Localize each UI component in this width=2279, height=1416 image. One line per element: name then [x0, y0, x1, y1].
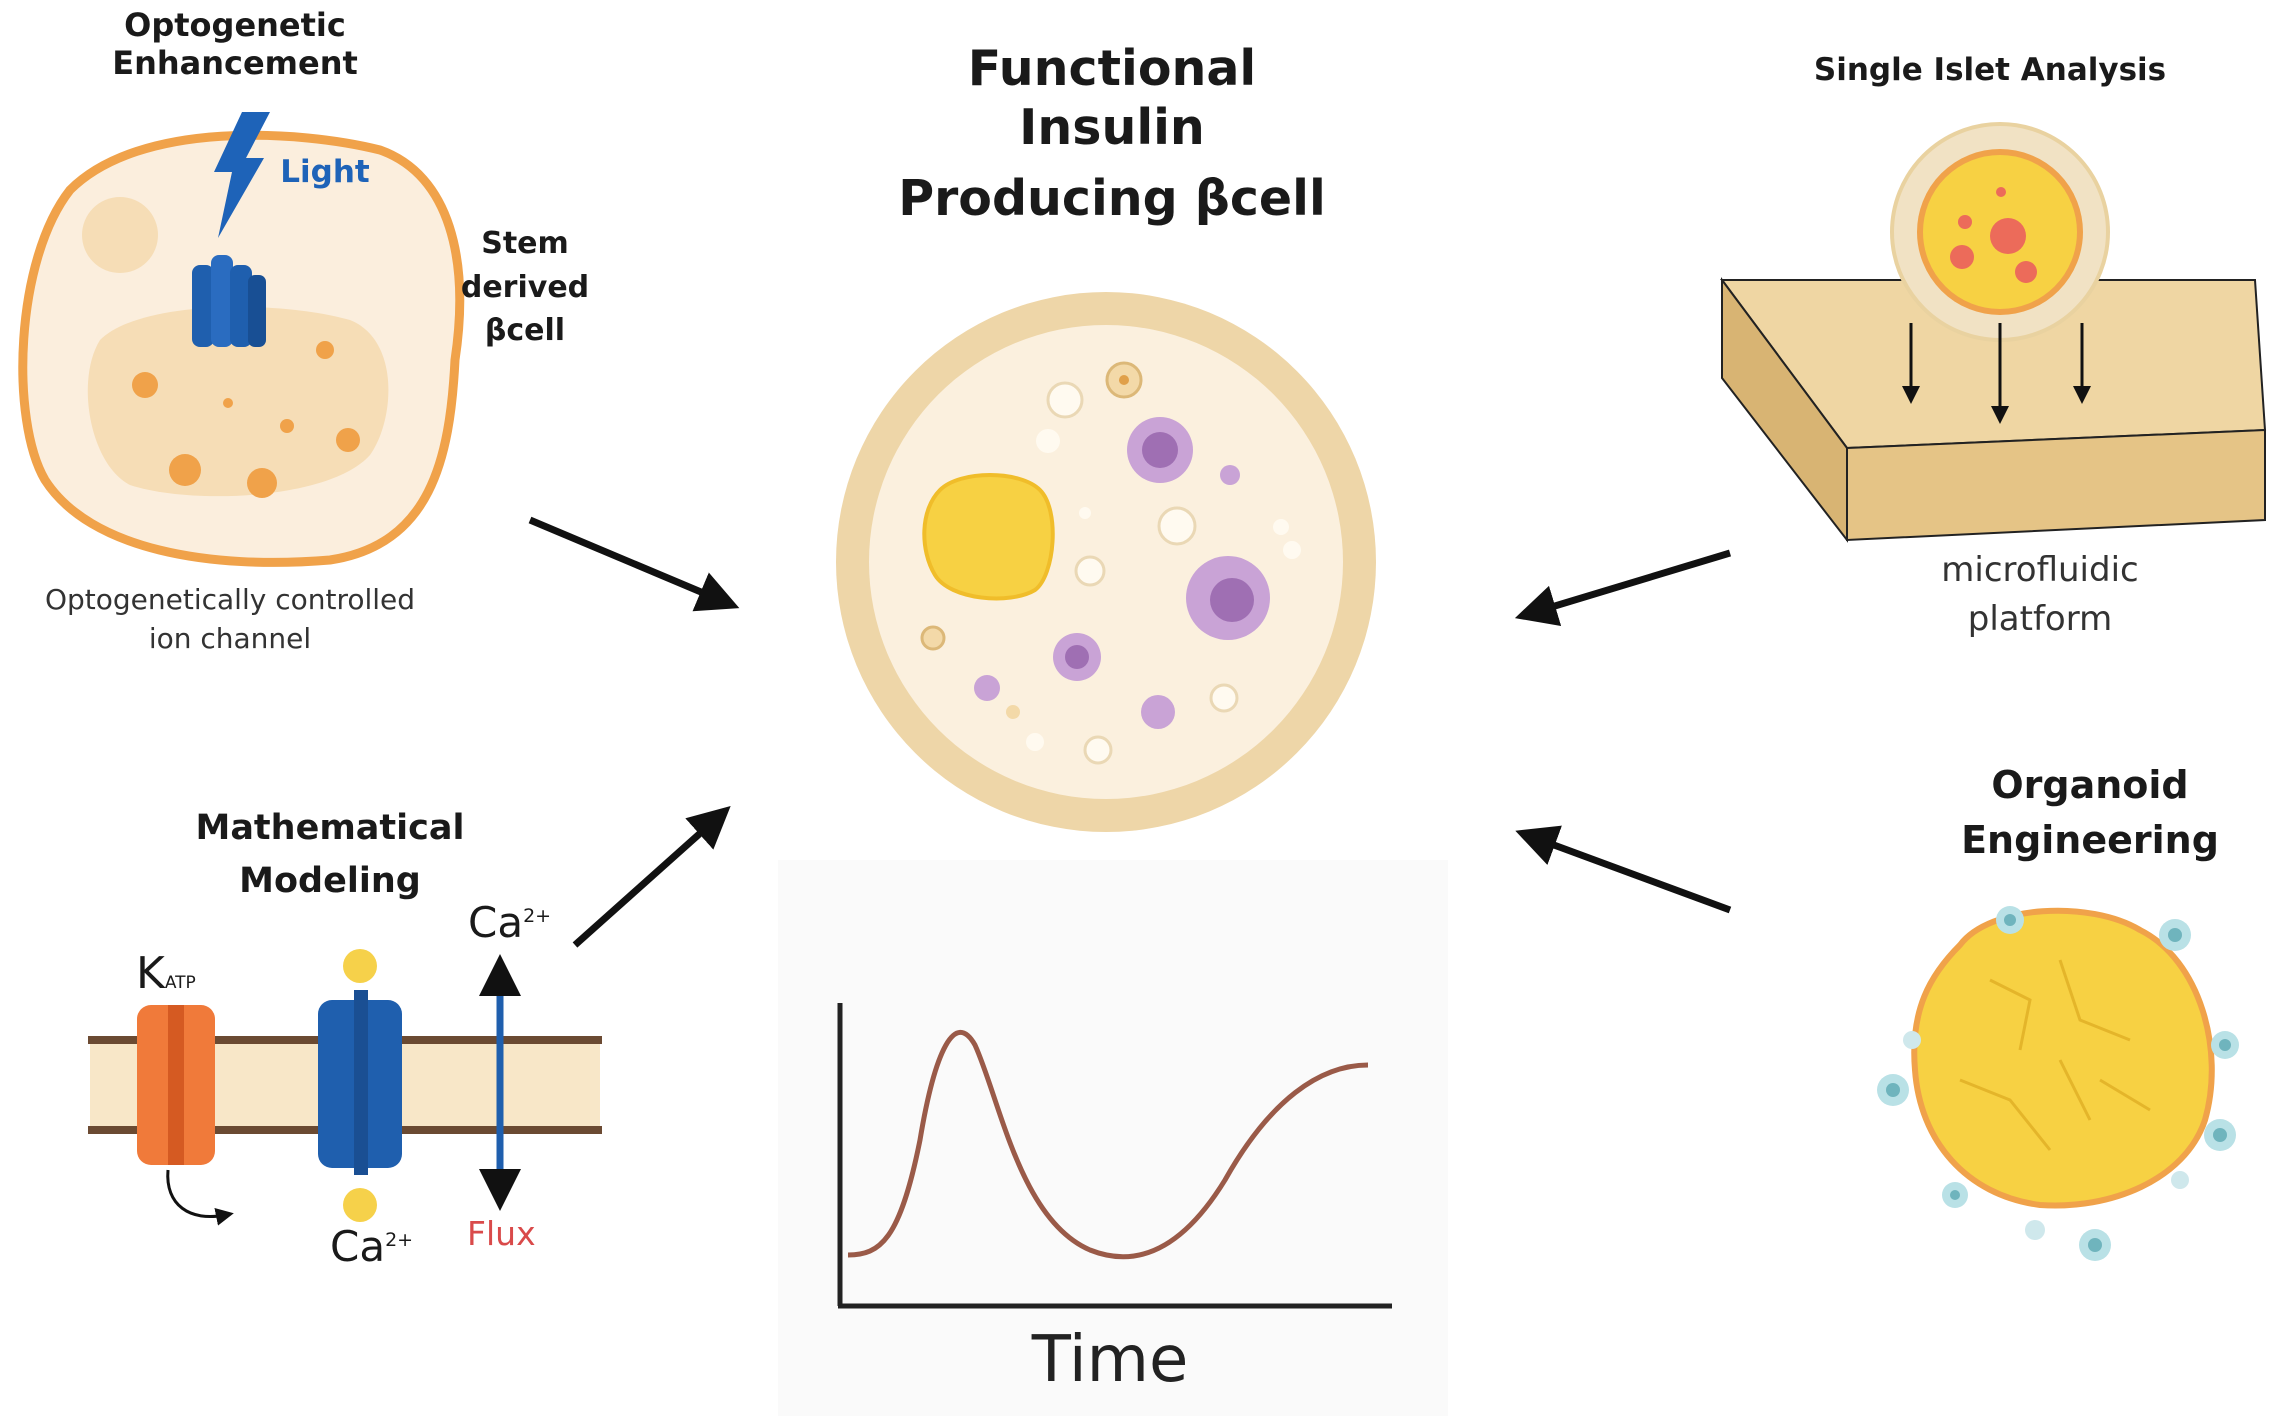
- curved-arrow-icon: [166, 1169, 234, 1226]
- katp-label: KATP: [136, 948, 196, 999]
- response-curve: [847, 1030, 1369, 1260]
- organoid-heading: Organoid Engineering: [1920, 758, 2260, 868]
- calcium-top-main: Ca: [468, 898, 524, 947]
- optogenetic-heading-line1: Optogenetic: [124, 6, 346, 44]
- light-label: Light: [280, 154, 370, 190]
- organoid-illustration: [1877, 906, 2239, 1261]
- katp-label-main: K: [136, 948, 165, 999]
- math-model-heading-line1: Mathematical: [195, 808, 465, 848]
- microfluidic-caption: microfluidic platform: [1890, 546, 2190, 645]
- calcium-top-label: Ca2+: [468, 898, 551, 947]
- calcium-bottom-main: Ca: [330, 1222, 386, 1271]
- main-title-line2: Producing βcell: [898, 169, 1326, 227]
- lightning-icon: [214, 112, 270, 238]
- microfluidic-caption-line1: microfluidic: [1941, 550, 2139, 590]
- optogenetic-caption-line2: ion channel: [148, 622, 312, 656]
- arrow-model-to-cell: [572, 806, 731, 948]
- arrow-organoid-to-cell: [1515, 825, 1732, 914]
- microfluidic-caption-line2: platform: [1967, 599, 2113, 640]
- math-model-heading: Mathematical Modeling: [160, 802, 500, 907]
- stem-cell-illustration: [18, 112, 465, 567]
- graph-xlabel: Time: [1031, 1323, 1189, 1397]
- arrow-platform-to-cell: [1514, 549, 1732, 627]
- optogenetic-caption-line1: Optogenetically controlled: [44, 583, 416, 616]
- flux-label: Flux: [467, 1214, 536, 1253]
- calcium-bottom-sup: 2+: [385, 1229, 414, 1251]
- organoid-heading-line2: Engineering: [1961, 818, 2219, 863]
- stem-cell-label-line1: Stem: [481, 226, 569, 261]
- petri-dish-illustration: [836, 292, 1376, 832]
- katp-label-sub: ATP: [164, 973, 196, 993]
- arrow-optogenetic-to-cell: [528, 516, 740, 612]
- microfluidic-platform-illustration: [1720, 122, 2267, 543]
- katp-channel-icon: [137, 1005, 215, 1165]
- calcium-bottom-label: Ca2+: [330, 1222, 413, 1271]
- stem-cell-label: Stem derived βcell: [455, 222, 595, 353]
- main-title: Functional Insulin Producing βcell: [872, 40, 1352, 228]
- stem-cell-label-line2: derived: [460, 269, 590, 305]
- membrane-model-illustration: [88, 949, 602, 1226]
- calcium-channel-icon: [318, 949, 402, 1222]
- time-graph: [778, 860, 1448, 1416]
- optogenetic-heading-line2: Enhancement: [112, 44, 358, 83]
- optogenetic-caption: Optogenetically controlled ion channel: [20, 580, 440, 658]
- single-islet-heading: Single Islet Analysis: [1813, 52, 2167, 88]
- optogenetic-heading: Optogenetic Enhancement: [90, 6, 380, 83]
- main-title-line1: Functional Insulin: [967, 40, 1257, 156]
- calcium-top-sup: 2+: [523, 905, 552, 927]
- stem-cell-label-line3: βcell: [484, 313, 566, 348]
- math-model-heading-line2: Modeling: [239, 860, 421, 901]
- organoid-heading-line1: Organoid: [1991, 763, 2189, 807]
- ion-channel-icon: [192, 255, 266, 347]
